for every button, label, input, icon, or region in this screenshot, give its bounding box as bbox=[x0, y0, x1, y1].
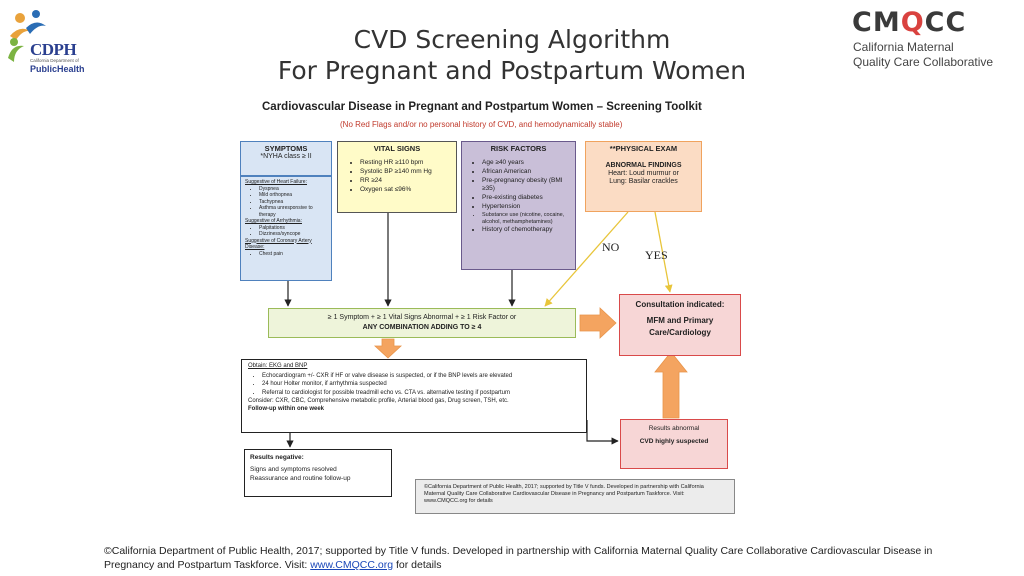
toolkit-subtitle: (No Red Flags and/or no personal history… bbox=[340, 120, 623, 129]
cmqcc-logo: CMQCC bbox=[852, 7, 966, 38]
cmqcc-mark-o: Q bbox=[900, 7, 925, 38]
list-item: RR ≥24 bbox=[360, 177, 456, 185]
list-item: Resting HR ≥110 bpm bbox=[360, 159, 456, 167]
arrow-results-consult bbox=[654, 351, 688, 419]
obtain-followup: Follow-up within one week bbox=[248, 405, 324, 412]
title-line-2: For Pregnant and Postpartum Women bbox=[277, 56, 747, 85]
list-item: Substance use (nicotine, cocaine, alcoho… bbox=[482, 212, 575, 225]
footer-text-3: for details bbox=[393, 559, 442, 571]
physical-exam-box: **PHYSICAL EXAM ABNORMAL FINDINGS Heart:… bbox=[585, 141, 702, 212]
list-item: African American bbox=[482, 168, 575, 176]
physical-exam-lung: Lung: Basilar crackles bbox=[609, 178, 678, 185]
vital-signs-box: VITAL SIGNS Resting HR ≥110 bpm Systolic… bbox=[337, 141, 457, 213]
list-item: Asthma unresponsive to therapy bbox=[259, 205, 327, 218]
cmqcc-mark-post: CC bbox=[924, 7, 967, 38]
physical-exam-header: **PHYSICAL EXAM bbox=[609, 144, 678, 153]
list-item: Oxygen sat ≤96% bbox=[360, 186, 456, 194]
combination-line-1: ≥ 1 Symptom + ≥ 1 Vital Signs Abnormal +… bbox=[327, 314, 517, 321]
results-negative-line-2: Reassurance and routine follow-up bbox=[250, 475, 351, 482]
cmqcc-line-1: California Maternal bbox=[853, 40, 954, 54]
footer-text-2: Disease in Pregnancy and Postpartum Task… bbox=[104, 545, 933, 571]
consultation-box: Consultation indicated: MFM and Primary … bbox=[619, 294, 741, 356]
cmqcc-subtitle: California Maternal Quality Care Collabo… bbox=[853, 40, 993, 70]
arrow-no bbox=[544, 211, 629, 307]
copyright-note: ©California Department of Public Health,… bbox=[415, 479, 735, 514]
arrow-combo-obtain bbox=[373, 338, 403, 359]
footer-text-1: ©California Department of Public Health,… bbox=[104, 545, 881, 557]
list-item: Pre-pregnancy obesity (BMI ≥35) bbox=[482, 177, 575, 193]
list-item: Palpitations bbox=[259, 225, 327, 232]
cdph-subtitle: California Department of bbox=[30, 58, 79, 63]
vital-signs-header: VITAL SIGNS bbox=[373, 144, 421, 153]
title-line-1: CVD Screening Algorithm bbox=[353, 25, 671, 54]
cmqcc-line-2: Quality Care Collaborative bbox=[853, 55, 994, 69]
consult-line-3: Care/Cardiology bbox=[649, 328, 711, 337]
list-item: 24 hour Holter monitor, if arrhythmia su… bbox=[262, 381, 580, 389]
list-item: Referral to cardiologist for possible tr… bbox=[262, 390, 580, 398]
obtain-consider: Consider: CXR, CBC, Comprehensive metabo… bbox=[248, 398, 509, 404]
results-abnormal-line-1: Results abnormal bbox=[648, 425, 700, 432]
arrow-yes bbox=[654, 211, 673, 293]
list-item: Pre-existing diabetes bbox=[482, 194, 575, 202]
cdph-name: CDPH bbox=[30, 40, 77, 59]
obtain-title: Obtain: EKG and BNP bbox=[248, 363, 308, 369]
results-negative-line-1: Signs and symptoms resolved bbox=[250, 466, 337, 473]
cdph-logo-icon bbox=[8, 10, 46, 62]
cdph-public-health: PublicHealth bbox=[30, 64, 85, 74]
combination-line-2: ANY COMBINATION ADDING TO ≥ 4 bbox=[362, 324, 482, 331]
symptoms-hf-title: Suggestive of Heart Failure: bbox=[245, 179, 307, 185]
consult-line-2: MFM and Primary bbox=[646, 316, 714, 325]
risk-factors-box: RISK FACTORS Age ≥40 years African Ameri… bbox=[461, 141, 576, 270]
results-abnormal-box: Results abnormal CVD highly suspected bbox=[620, 419, 728, 469]
consult-line-1: Consultation indicated: bbox=[635, 300, 725, 309]
physical-exam-heart: Heart: Loud murmur or bbox=[608, 170, 679, 177]
cmqcc-mark-pre: CM bbox=[852, 7, 901, 38]
list-item: Echocardiogram +/- CXR if HF or valve di… bbox=[262, 373, 580, 381]
list-item: Dyspnea bbox=[259, 186, 327, 193]
risk-factors-header: RISK FACTORS bbox=[490, 144, 547, 153]
combination-box: ≥ 1 Symptom + ≥ 1 Vital Signs Abnormal +… bbox=[268, 308, 576, 338]
list-item: Mild orthopnea bbox=[259, 192, 327, 199]
physical-exam-sub: ABNORMAL FINDINGS bbox=[605, 162, 682, 169]
list-item: Chest pain bbox=[259, 251, 327, 258]
toolkit-title: Cardiovascular Disease in Pregnant and P… bbox=[262, 101, 702, 113]
yes-label: YES bbox=[645, 248, 668, 262]
obtain-box: Obtain: EKG and BNP Echocardiogram +/- C… bbox=[241, 359, 587, 433]
slide-title: CVD Screening Algorithm For Pregnant and… bbox=[0, 24, 1024, 86]
symptoms-box: SYMPTOMS *NYHA class ≥ II bbox=[240, 141, 332, 176]
cmqcc-link[interactable]: www.CMQCC.org bbox=[310, 559, 394, 571]
results-negative-title: Results negative: bbox=[250, 454, 304, 461]
results-negative-box: Results negative: Signs and symptoms res… bbox=[244, 449, 392, 497]
arrow-combo-consult bbox=[579, 307, 617, 339]
footer-text: ©California Department of Public Health,… bbox=[104, 544, 934, 572]
symptoms-nyha: *NYHA class ≥ II bbox=[260, 153, 312, 160]
results-abnormal-line-2: CVD highly suspected bbox=[639, 438, 709, 445]
list-item: Hypertension bbox=[482, 203, 575, 211]
symptoms-cad-title: Suggestive of Coronary Artery Disease: bbox=[245, 237, 312, 251]
list-item: Tachypnea bbox=[259, 199, 327, 206]
list-item: History of chemotherapy bbox=[482, 226, 575, 234]
no-label: NO bbox=[602, 240, 620, 254]
list-item: Age ≥40 years bbox=[482, 159, 575, 167]
symptoms-list: Suggestive of Heart Failure: Dyspnea Mil… bbox=[240, 176, 332, 281]
symptoms-arr-title: Suggestive of Arrhythmia: bbox=[245, 218, 302, 224]
arrow-obtain-results bbox=[586, 420, 619, 445]
list-item: Dizziness/syncope bbox=[259, 231, 327, 238]
symptoms-header: SYMPTOMS bbox=[264, 144, 308, 153]
list-item: Systolic BP ≥140 mm Hg bbox=[360, 168, 456, 176]
